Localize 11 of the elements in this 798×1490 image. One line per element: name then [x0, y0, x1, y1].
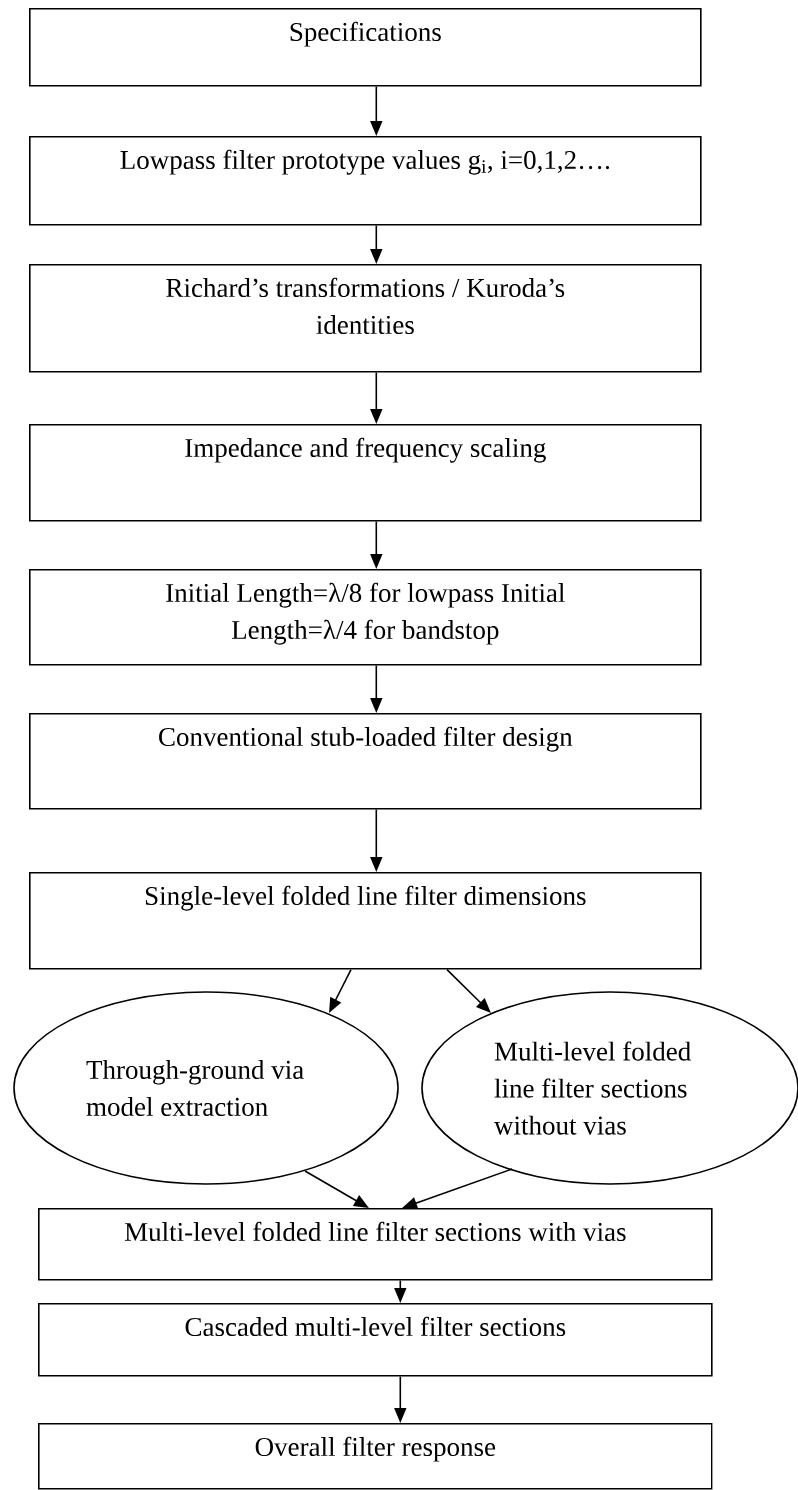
process-box: Conventional stub-loaded filter design — [29, 713, 702, 810]
process-box: Multi-level folded line filter sections with vias — [38, 1208, 713, 1281]
process-box: Single-level folded line filter dimensions — [29, 872, 702, 970]
process-box: Richard’s transformations / Kuroda’s identities — [29, 264, 702, 373]
process-box: Impedance and frequency scaling — [29, 424, 702, 522]
process-box: Lowpass filter prototype values g$_{i}$, i=0,1,2…. — [29, 136, 702, 226]
process-box: Initial Length=λ/8 for lowpass Initial Length=λ/4 for bandstop — [29, 569, 702, 666]
process-box: Cascaded multi-level filter sections — [38, 1303, 713, 1377]
arrow — [446, 968, 491, 1013]
process-box: Overall filter response — [38, 1423, 713, 1490]
process-box: Specifications — [29, 8, 702, 87]
